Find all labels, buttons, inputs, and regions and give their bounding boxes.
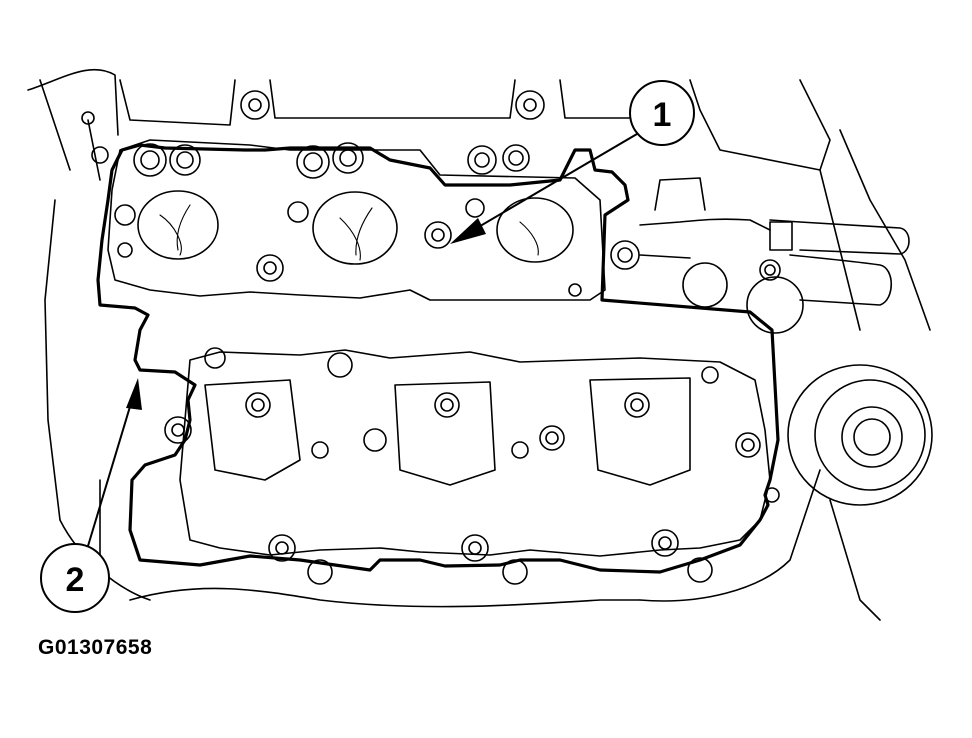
top-bolts [81,90,545,164]
coolant-outlet [639,177,910,334]
upper-manifold [107,139,640,301]
callout-1: 1 [450,80,695,244]
gasket-outline [96,143,780,574]
callout-2: 2 [40,378,142,613]
callout-2-number: 2 [66,561,85,599]
engine-block-outline [27,68,931,621]
figure-id-label: G01307658 [38,636,153,659]
pulley [787,364,933,506]
lower-manifold [164,347,780,585]
callout-1-number: 1 [653,96,672,134]
